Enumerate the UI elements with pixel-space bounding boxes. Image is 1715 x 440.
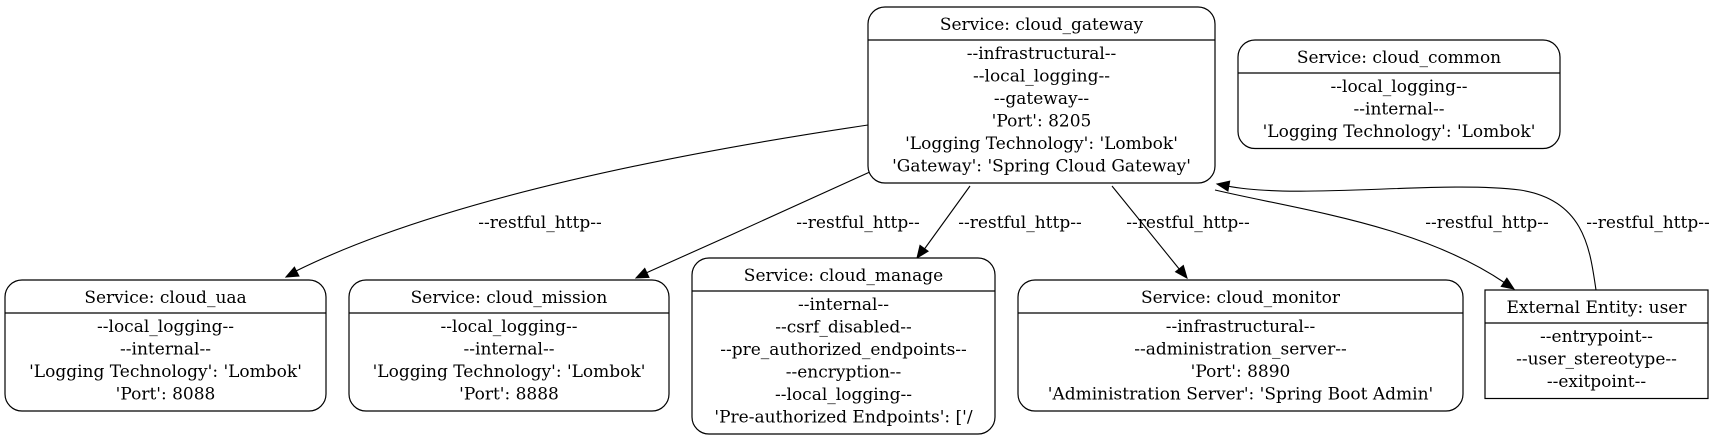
node-property: --local_logging-- — [97, 317, 234, 337]
edge-cloud-gateway-to-cloud-mission: --restful_http-- — [634, 170, 920, 279]
edge-line — [922, 185, 971, 252]
edge-label: --restful_http-- — [958, 213, 1081, 233]
edge-label: --restful_http-- — [478, 213, 601, 233]
node-title: Service: cloud_gateway — [940, 15, 1144, 35]
node-property: --csrf_disabled-- — [775, 318, 912, 338]
node-property: 'Logging Technology': 'Lombok' — [373, 362, 646, 382]
edges-layer: --restful_http-- --restful_http-- --restfu… — [284, 124, 1710, 291]
node-property: --local_logging-- — [775, 385, 912, 405]
node-cloud-manage: Service: cloud_manage --internal-- --csrf_… — [691, 257, 996, 435]
edge-cloud-gateway-to-cloud-uaa: --restful_http-- — [284, 124, 869, 278]
node-property: --pre_authorized_endpoints-- — [720, 340, 967, 360]
node-property: --encryption-- — [786, 363, 902, 383]
node-property: --exitpoint-- — [1547, 372, 1646, 392]
node-property: --internal-- — [1354, 100, 1445, 120]
node-property: --internal-- — [798, 295, 889, 315]
node-cloud-common: Service: cloud_common --local_logging-- --… — [1237, 39, 1561, 150]
node-property: 'Administration Server': 'Spring Boot Ad… — [1048, 385, 1433, 405]
node-title: Service: cloud_manage — [744, 266, 943, 286]
node-property: 'Logging Technology': 'Lombok' — [905, 134, 1178, 154]
edge-user-to-cloud-gateway: --restful_http-- — [1215, 180, 1710, 291]
node-property: 'Port': 8890 — [1191, 362, 1291, 382]
node-title: Service: cloud_common — [1297, 48, 1501, 68]
edge-line — [1226, 185, 1597, 291]
edge-label: --restful_http-- — [796, 213, 919, 233]
node-title: External Entity: user — [1507, 298, 1688, 318]
edge-line — [295, 124, 869, 272]
edge-line — [645, 170, 873, 274]
node-property: 'Logging Technology': 'Lombok' — [1263, 122, 1536, 142]
node-property: 'Pre-authorized Endpoints': ['/ — [714, 408, 972, 428]
node-cloud-mission: Service: cloud_mission --local_logging-- -… — [348, 279, 670, 412]
node-property: --internal-- — [464, 340, 555, 360]
node-property: 'Port': 8888 — [459, 385, 559, 405]
edge-label: --restful_http-- — [1425, 213, 1548, 233]
arrow-head — [634, 267, 650, 279]
node-property: --entrypoint-- — [1540, 327, 1653, 347]
node-property: 'Port': 8088 — [116, 385, 216, 405]
node-property: --user_stereotype-- — [1516, 350, 1677, 370]
node-property: --infrastructural-- — [1166, 317, 1316, 337]
node-property: --gateway-- — [994, 89, 1089, 109]
node-box — [867, 6, 1216, 184]
edge-cloud-gateway-to-cloud-manage: --restful_http-- — [916, 185, 1082, 260]
node-cloud-monitor: Service: cloud_monitor --infrastructural-… — [1017, 279, 1464, 412]
node-user: External Entity: user --entrypoint-- --use… — [1484, 289, 1709, 400]
arrow-head — [1215, 180, 1231, 192]
arrow-head — [284, 266, 300, 278]
node-property: 'Gateway': 'Spring Cloud Gateway' — [892, 157, 1191, 177]
node-property: 'Port': 8205 — [992, 112, 1092, 132]
node-box — [1484, 289, 1709, 400]
node-title: Service: cloud_uaa — [84, 288, 246, 308]
node-property: --local_logging-- — [1331, 77, 1468, 97]
nodes-layer: Service: cloud_gateway --infrastructural-… — [4, 6, 1709, 435]
edge-line — [1214, 189, 1506, 284]
edge-cloud-gateway-to-user: --restful_http-- — [1214, 189, 1549, 290]
arrow-head — [1500, 277, 1516, 290]
node-cloud-gateway: Service: cloud_gateway --infrastructural-… — [867, 6, 1216, 184]
edge-label: --restful_http-- — [1126, 213, 1249, 233]
edge-label: --restful_http-- — [1586, 213, 1709, 233]
node-box — [1237, 39, 1561, 150]
node-property: 'Logging Technology': 'Lombok' — [29, 362, 302, 382]
node-property: --internal-- — [120, 340, 211, 360]
node-property: --local_logging-- — [973, 67, 1110, 87]
node-title: Service: cloud_monitor — [1141, 288, 1341, 308]
node-box — [691, 257, 996, 435]
edge-line — [1111, 185, 1181, 271]
node-cloud-uaa: Service: cloud_uaa --local_logging-- --int… — [4, 279, 327, 412]
node-title: Service: cloud_mission — [411, 288, 608, 308]
node-property: --infrastructural-- — [967, 44, 1117, 64]
arrow-head — [1174, 264, 1188, 280]
edge-cloud-gateway-to-cloud-monitor: --restful_http-- — [1111, 185, 1250, 280]
arrow-head — [916, 244, 929, 260]
node-property: --local_logging-- — [441, 317, 578, 337]
node-property: --administration_server-- — [1134, 340, 1346, 360]
